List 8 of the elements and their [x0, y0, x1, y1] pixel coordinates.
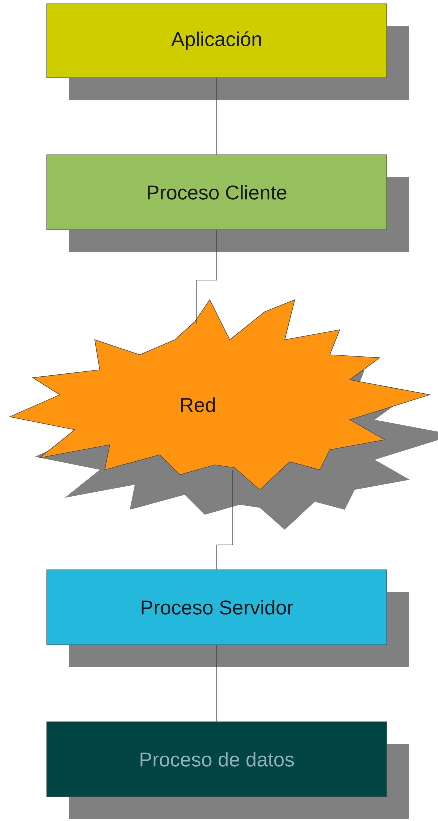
process-box: Proceso de datos — [46, 722, 409, 819]
connector-line — [216, 645, 218, 722]
connector-line — [216, 78, 218, 155]
connector-line — [216, 470, 234, 570]
connector-line — [196, 230, 218, 324]
process-box: Proceso Servidor — [46, 570, 409, 667]
process-box: Proceso Cliente — [46, 154, 409, 252]
process-box: Aplicación — [46, 4, 409, 100]
